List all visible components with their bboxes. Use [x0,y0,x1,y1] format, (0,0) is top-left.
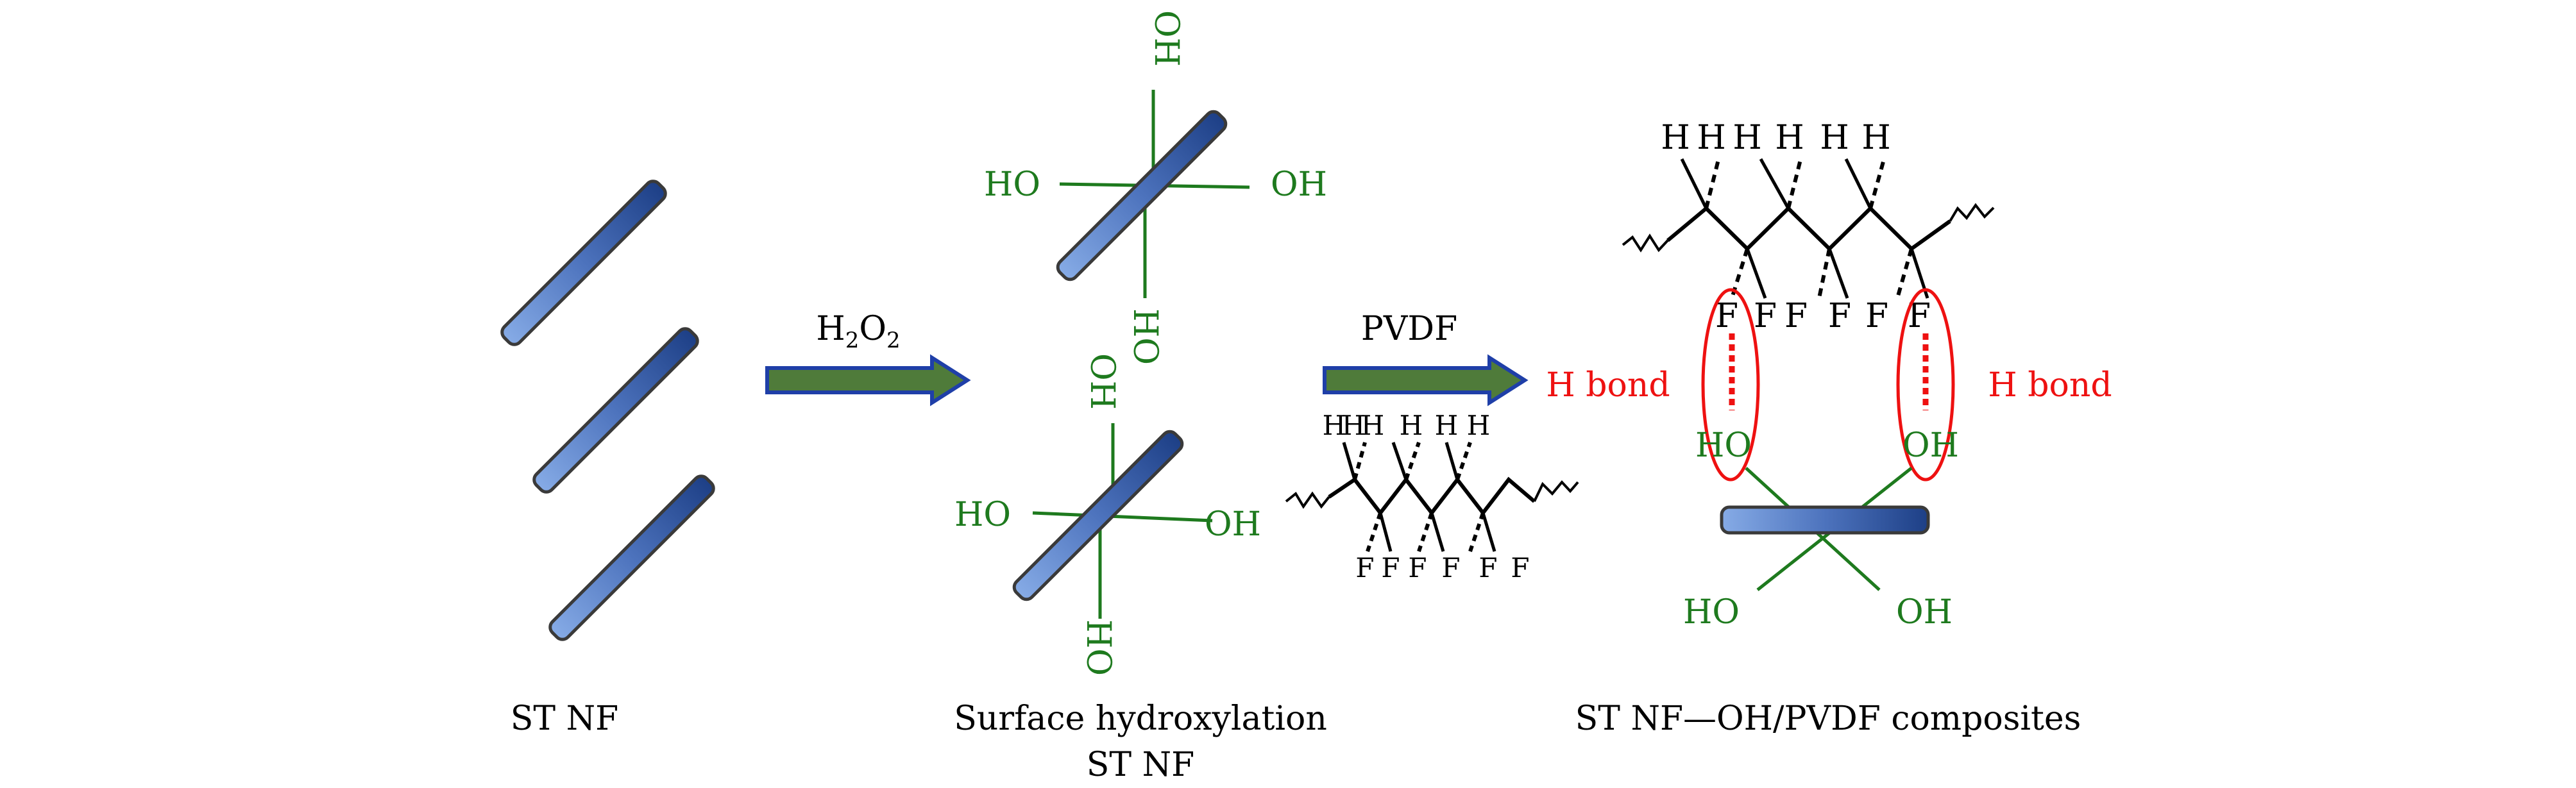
hydrogen-bond-right: H bond [1896,288,2112,482]
oh-group-top: OH [1083,353,1121,410]
hydroxylated-nanofiber-top: OH HO OH HO [984,10,1327,365]
h-atom: H [1733,119,1761,157]
h-atom: H [1361,410,1385,441]
h2o2-label: H2O2 [816,310,900,353]
h-atom: H [1861,119,1890,157]
surface-hydroxylation-label-2: ST NF [1087,746,1194,784]
ho-group-left: HO [954,496,1011,534]
ho-group-left: HO [984,165,1040,204]
hbond-label-left: H bond [1546,366,1670,405]
composite-nanofiber: HO OH HO OH [1683,426,1959,632]
hydroxylated-nanofiber-bottom: OH HO OH HO [954,353,1261,676]
oh-group-right: OH [1205,505,1261,544]
f-atom: F [1715,297,1738,335]
h-atom: H [1323,410,1346,441]
oh-group-right: OH [1271,165,1327,204]
f-atom: F [1381,552,1400,583]
pvdf-chain-large: H H H H H H F F F F F F [1622,119,1995,335]
f-atom: F [1408,552,1427,583]
h-atom: H [1435,410,1459,441]
f-atom: F [1355,552,1374,583]
pvdf-arrow: PVDF [1323,310,1529,407]
h-atom: H [1342,410,1366,441]
ho-group: HO [1695,426,1752,465]
f-atom: F [1865,297,1888,335]
f-atom: F [1754,297,1777,335]
h2o2-arrow: H2O2 [765,310,971,407]
hydrogen-bond-left: H bond [1546,288,1760,482]
oh-group: OH [1902,426,1959,465]
nanofiber-rod [1012,430,1184,601]
st-nf-panel: ST NF [500,180,715,738]
f-atom: F [1784,297,1808,335]
pvdf-label: PVDF [1361,310,1457,348]
nanofiber-rod [548,474,715,641]
composite-label: ST NF—OH/PVDF composites [1575,700,2081,738]
nanofiber-rod [1056,110,1228,281]
f-atom: F [1441,552,1460,583]
nanofiber-rod [500,180,667,346]
surface-hydroxylation-label: Surface hydroxylation [954,700,1327,738]
oh-group-top: OH [1147,10,1185,67]
h-atom: H [1467,410,1491,441]
st-nf-label: ST NF [511,700,618,738]
h-atom: H [1820,119,1849,157]
hbond-label-right: H bond [1988,366,2112,405]
h-atom: H [1775,119,1804,157]
ho-group-bottom: HO [1079,619,1117,676]
ho-group-bottom: HO [1126,308,1164,365]
h-atom: H [1697,119,1725,157]
nanofiber-rod [532,327,699,494]
nanofiber-rod [1720,505,1930,535]
h-atom: H [1661,119,1690,157]
oh-group: OH [1896,593,1953,632]
ho-group: HO [1683,593,1740,632]
f-atom: F [1511,552,1529,583]
pvdf-chain-small: H H H H H H F F F F F F [1285,410,1579,583]
f-atom: F [1828,297,1851,335]
h-atom: H [1400,410,1423,441]
f-atom: F [1479,552,1497,583]
